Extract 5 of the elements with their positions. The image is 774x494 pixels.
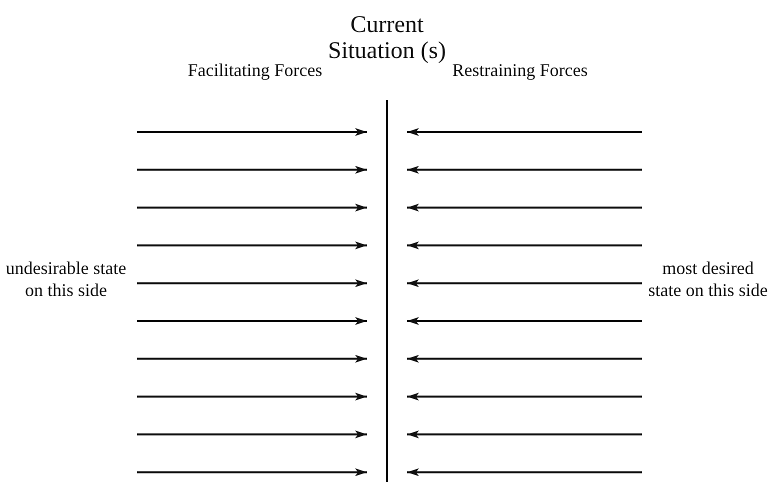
column-heading: Facilitating Forces xyxy=(186,60,324,82)
side-label: most desired state on this side xyxy=(647,258,769,302)
diagram-title: Current Situation (s) xyxy=(327,12,447,64)
side-label: undesirable state on this side xyxy=(4,258,128,302)
column-heading: Restraining Forces xyxy=(451,60,589,82)
